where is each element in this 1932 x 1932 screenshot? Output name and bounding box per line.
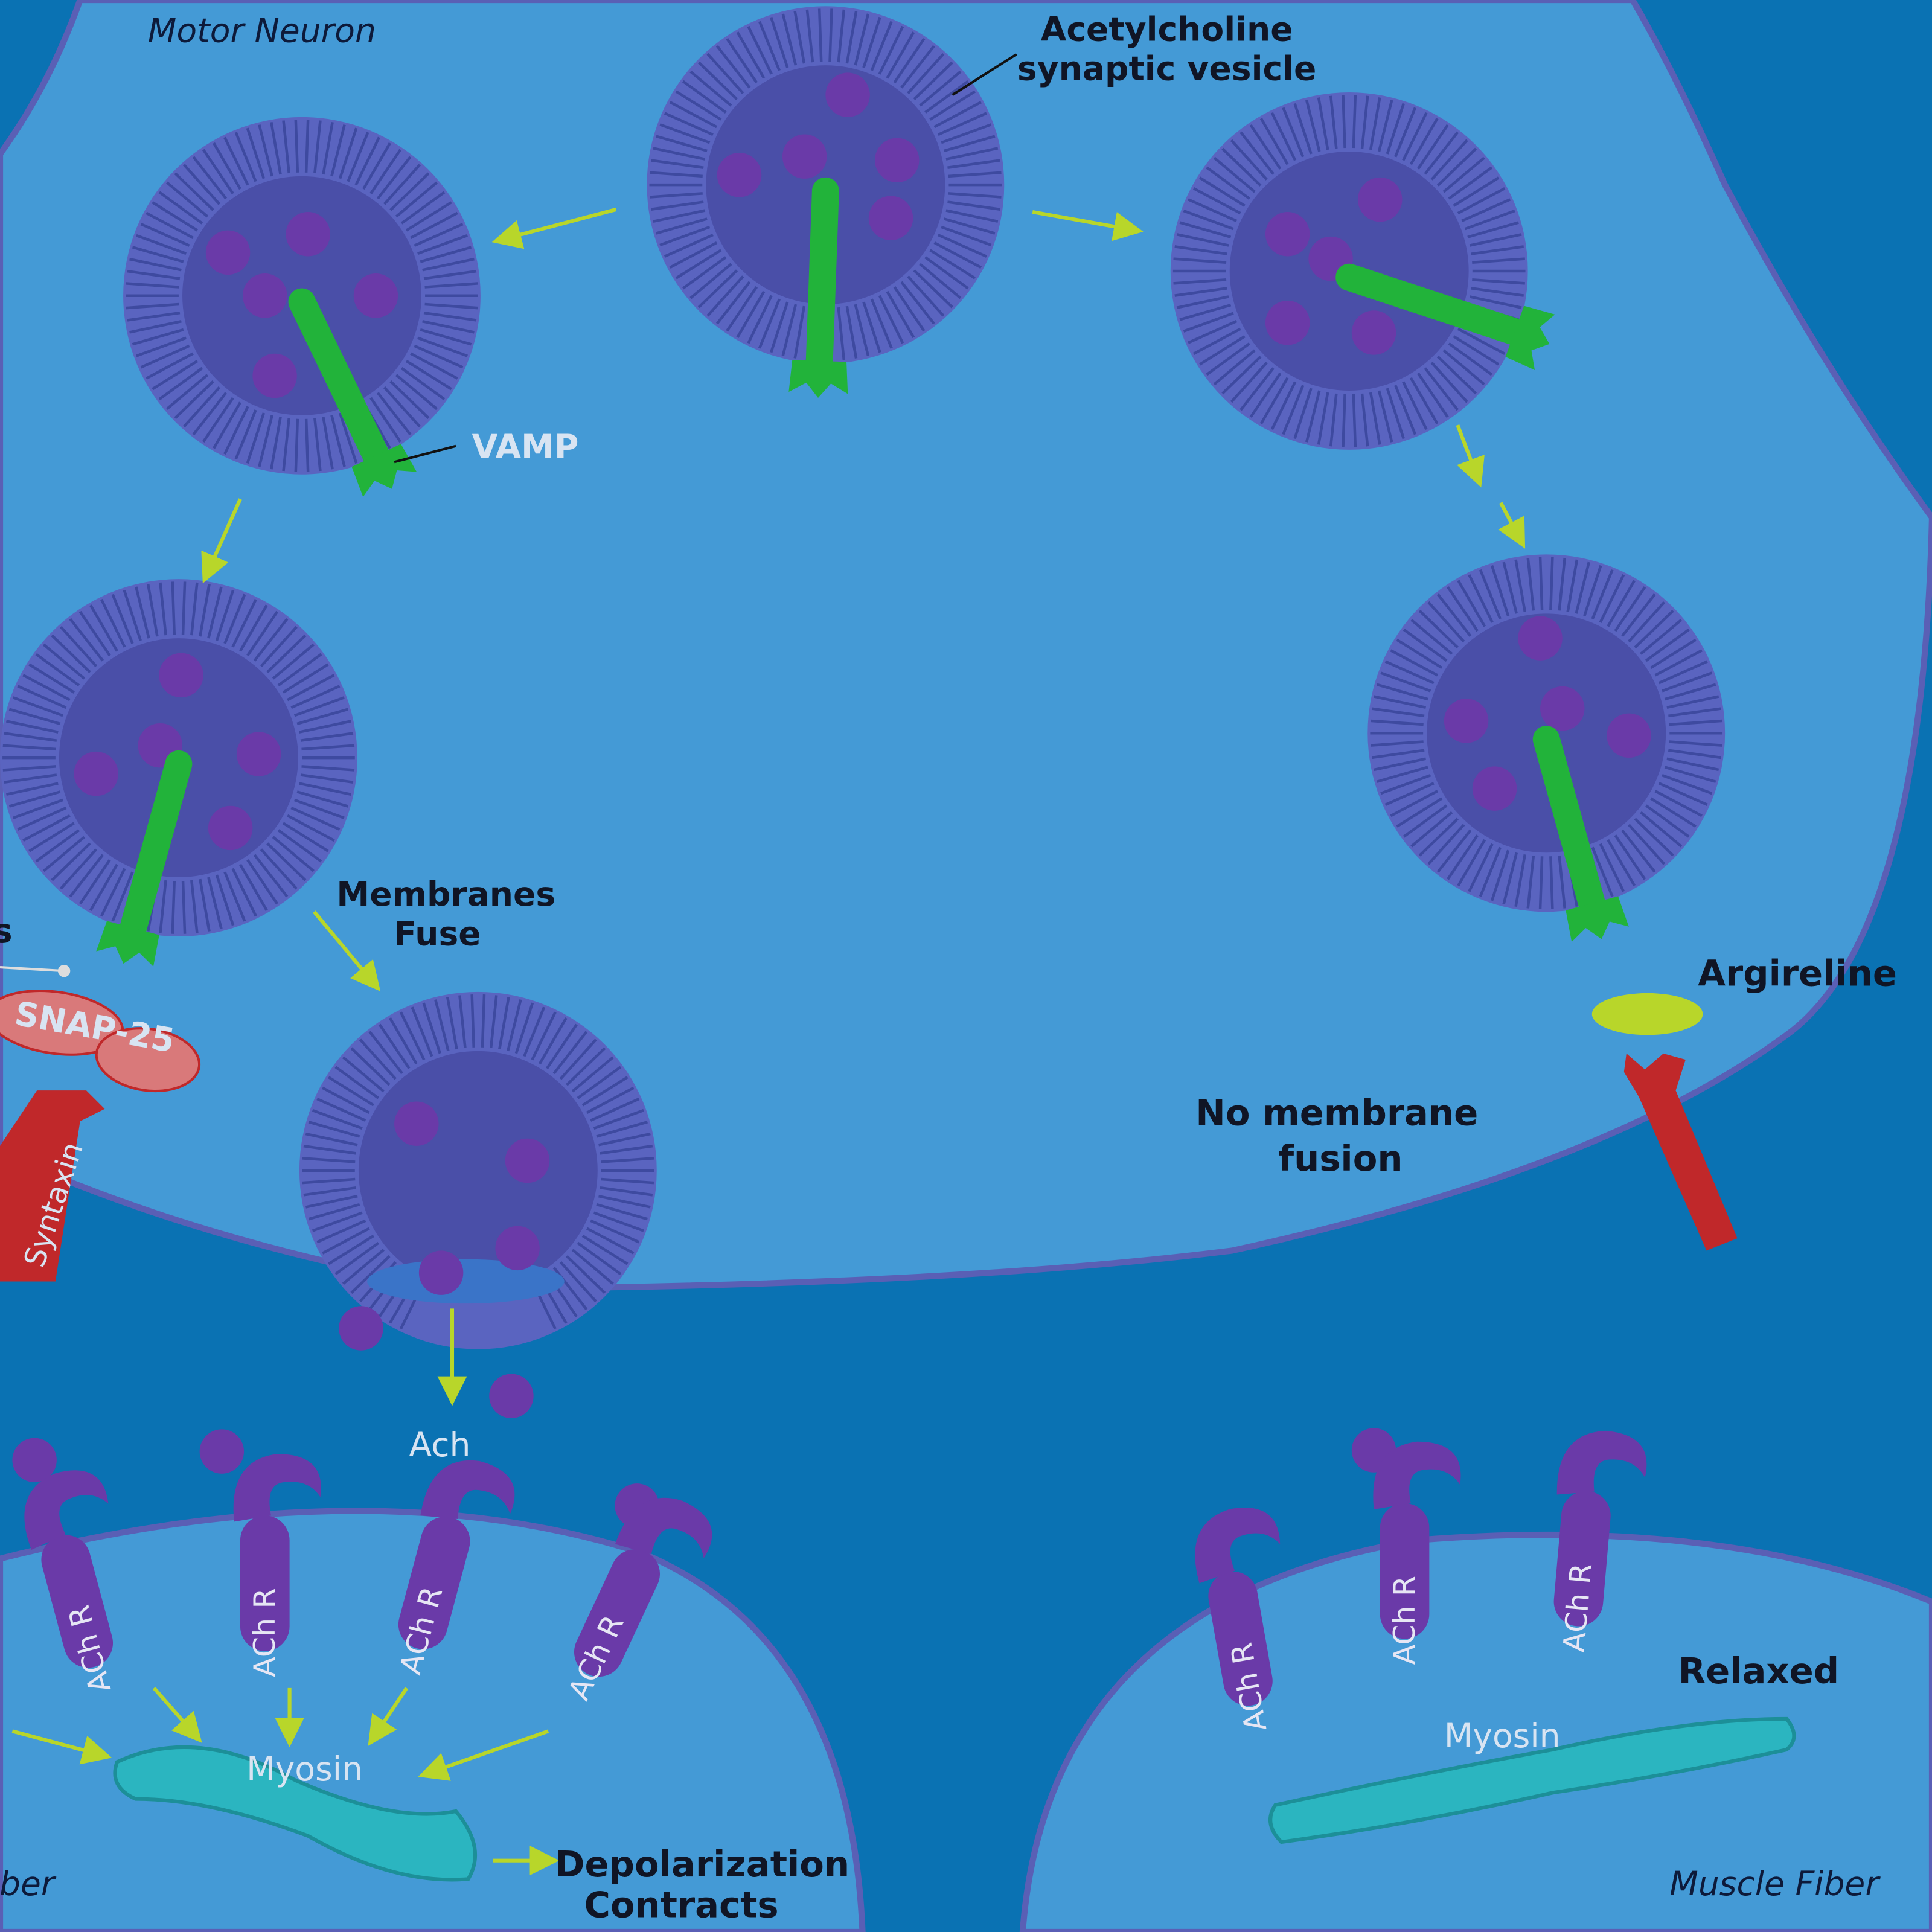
acetylcholine-receptor: ACh R	[233, 1454, 321, 1677]
acetylcholine-receptor: ACh R	[1373, 1441, 1461, 1665]
pathway-arrows	[11, 207, 1526, 1876]
acetylcholine-molecule	[825, 72, 870, 117]
vamp-label: VAMP	[472, 427, 579, 466]
ach-vesicle-label-2: synaptic vesicle	[1017, 50, 1316, 88]
acetylcholine-molecule	[1265, 300, 1310, 345]
receptor-label: ACh R	[248, 1588, 282, 1677]
acetylcholine-molecule	[159, 653, 203, 698]
acetylcholine-molecule	[782, 134, 827, 179]
acetylcholine-molecule	[1518, 616, 1563, 661]
relaxed-label: Relaxed	[1678, 1650, 1840, 1692]
synaptic-vesicle	[299, 991, 657, 1349]
synaptic-vesicle	[0, 579, 357, 967]
partial-label: s	[0, 912, 13, 950]
acetylcholine-molecule	[1357, 177, 1403, 222]
acetylcholine-molecule	[1607, 713, 1651, 758]
acetylcholine-molecule	[1444, 699, 1489, 743]
argireline-molecule	[1591, 993, 1703, 1035]
acetylcholine-molecule	[1351, 310, 1396, 355]
acetylcholine-receptor: ACh R	[1195, 1508, 1281, 1734]
vesicle-pointer-line	[952, 53, 1017, 96]
acetylcholine-molecule	[74, 751, 118, 796]
acetylcholine-molecule	[868, 196, 913, 240]
synaptic-vesicle	[647, 6, 1005, 398]
vamp-protein	[1532, 726, 1629, 942]
acetylcholine-molecule	[505, 1138, 550, 1183]
acetylcholine-molecule	[418, 1250, 464, 1295]
myosin-label-left: Myosin	[246, 1750, 363, 1788]
receptor-label: ACh R	[1387, 1576, 1422, 1665]
receptor-label: ACh R	[1557, 1562, 1599, 1654]
pointer-dot	[57, 964, 71, 977]
acetylcholine-molecule	[208, 805, 253, 851]
acetylcholine-molecule	[286, 212, 330, 257]
myosin-relaxed	[1268, 1716, 1796, 1844]
acetylcholine-molecule	[717, 153, 762, 197]
vamp-protein	[96, 750, 193, 967]
motor-neuron-label: Motor Neuron	[148, 11, 376, 50]
vamp-protein	[1335, 263, 1555, 370]
acetylcholine-molecule	[236, 732, 281, 776]
no-fusion-label-2: fusion	[1278, 1137, 1403, 1179]
synaptic-vesicle	[1367, 554, 1726, 942]
acetylcholine-molecule	[874, 138, 920, 183]
acetylcholine-molecule	[353, 273, 398, 318]
released-acetylcholine	[12, 1306, 1396, 1528]
membranes-fuse-label-2: Fuse	[394, 914, 481, 953]
snap-25-protein: SNAP-25	[0, 989, 201, 1093]
myosin-contracted	[113, 1745, 477, 1882]
argireline-label: Argireline	[1698, 953, 1897, 994]
acetylcholine-molecule	[394, 1101, 439, 1146]
vamp-protein	[288, 288, 417, 497]
acetylcholine-molecule	[1265, 212, 1310, 257]
ach-label: Ach	[409, 1425, 471, 1464]
acetylcholine-molecule	[243, 273, 287, 318]
acetylcholine-molecule	[1540, 686, 1585, 731]
depolarization-label-2: Contracts	[584, 1884, 778, 1926]
acetylcholine-receptor: ACh R	[1553, 1430, 1647, 1654]
acetylcholine-molecule	[495, 1226, 540, 1271]
syntaxin-protein-right	[1623, 1053, 1738, 1251]
myosin-label-right: Myosin	[1444, 1716, 1561, 1755]
synaptic-vesicle	[123, 117, 481, 497]
no-fusion-label-1: No membrane	[1195, 1092, 1478, 1133]
synaptic-vesicle	[1170, 92, 1555, 450]
ach-vesicle-label-1: Acetylcholine	[1041, 10, 1293, 48]
vamp-protein	[788, 177, 848, 398]
membranes-fuse-label-1: Membranes	[336, 875, 555, 913]
snare-pointer-line	[0, 966, 65, 973]
acetylcholine-molecule	[205, 230, 251, 275]
muscle-fiber-label-right: Muscle Fiber	[1669, 1864, 1881, 1903]
muscle-fiber-label-left: iber	[0, 1864, 57, 1903]
acetylcholine-molecule	[252, 353, 297, 398]
acetylcholine-receptor: ACh R	[24, 1470, 118, 1697]
vamp-pointer-line	[394, 444, 456, 464]
acetylcholine-molecule	[1472, 766, 1517, 811]
depolarization-label-1: Depolarization	[555, 1843, 849, 1885]
